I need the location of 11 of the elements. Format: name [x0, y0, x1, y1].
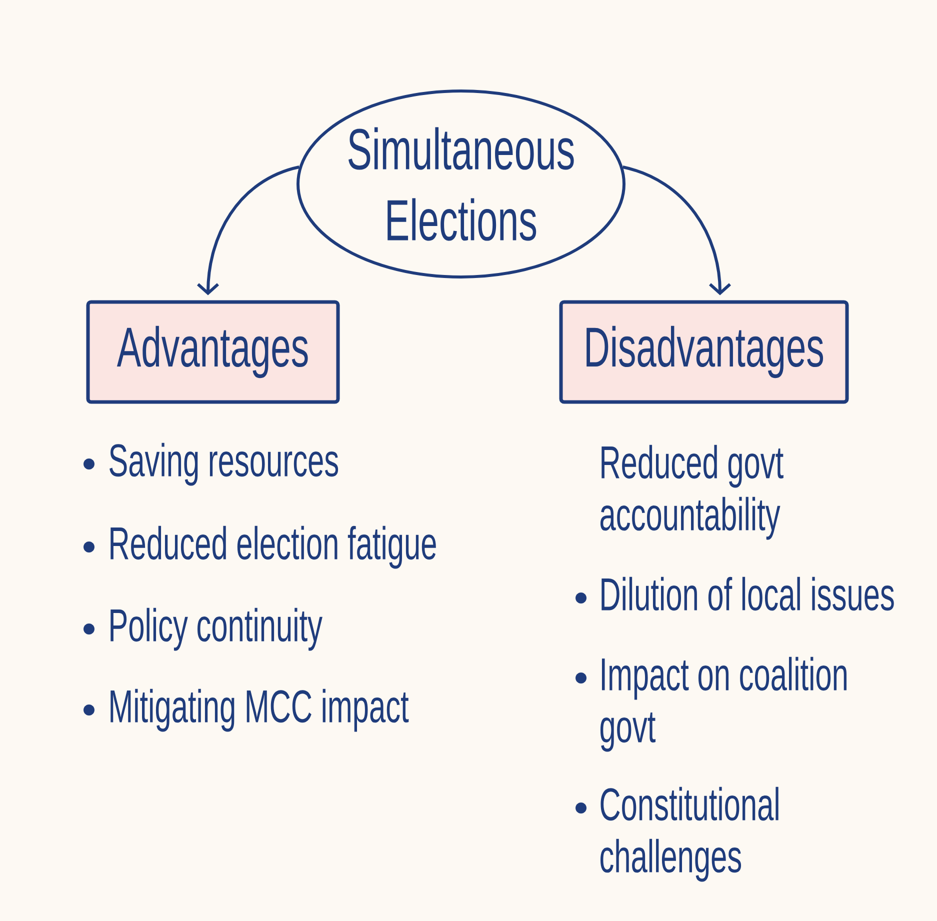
- list-item: Reduced election fatigue: [110, 526, 436, 569]
- list-item: Dilution of local issues: [602, 576, 894, 611]
- list-item: Constitutional challenges: [600, 786, 778, 882]
- arrow: [622, 166, 732, 296]
- heading-box: Advantages: [86, 300, 340, 404]
- arrow: [197, 166, 300, 296]
- list-item: Policy continuity: [110, 608, 322, 651]
- list-item: Impact on coalition govt: [600, 656, 846, 752]
- list-item: Reduced govt accountability: [600, 444, 784, 540]
- list-item: Mitigating MCC impact: [110, 688, 409, 732]
- heading-box: Disadvantages: [559, 300, 849, 404]
